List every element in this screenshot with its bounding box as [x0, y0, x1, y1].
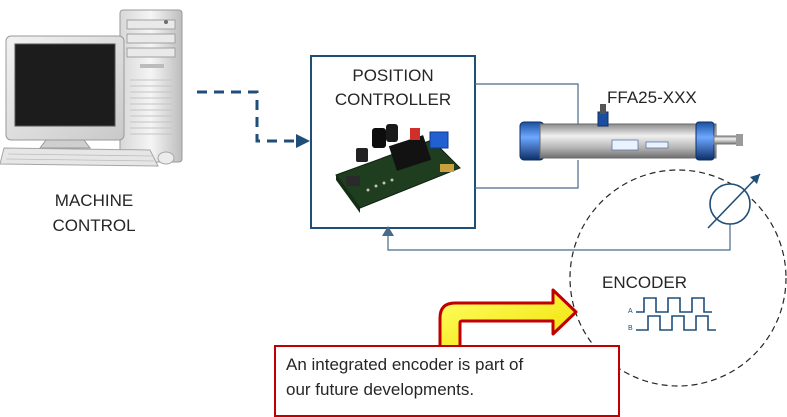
machine-label-line2: CONTROL: [52, 216, 135, 235]
note-line2: our future developments.: [286, 380, 475, 399]
computer-icon: [0, 9, 183, 167]
feedback-arrowhead-icon: [382, 226, 394, 236]
controller-title-line2: CONTROLLER: [335, 90, 451, 109]
encoder-title: ENCODER: [602, 273, 687, 292]
encoder-sensor-icon: [707, 173, 761, 229]
encoder-boundary-circle: [569, 169, 787, 387]
command-signal-arrow: [197, 90, 296, 143]
channel-a-waveform: [636, 297, 712, 313]
power-wire: [387, 83, 731, 251]
circuit-board-image: [335, 124, 461, 213]
machine-label-line1: MACHINE: [55, 191, 133, 210]
callout-arrow-icon: [438, 288, 578, 351]
channel-b-label: B: [628, 325, 633, 332]
command-arrowhead-icon: [296, 134, 310, 148]
actuator-label: FFA25-XXX: [607, 88, 697, 107]
channel-b-waveform: [636, 315, 716, 331]
controller-title-line1: POSITION: [352, 66, 433, 85]
future-development-note: An integrated encoder is part of our fut…: [274, 345, 620, 417]
linear-actuator-image: [519, 104, 743, 161]
note-line1: An integrated encoder is part of: [286, 355, 524, 374]
channel-a-label: A: [628, 308, 633, 315]
